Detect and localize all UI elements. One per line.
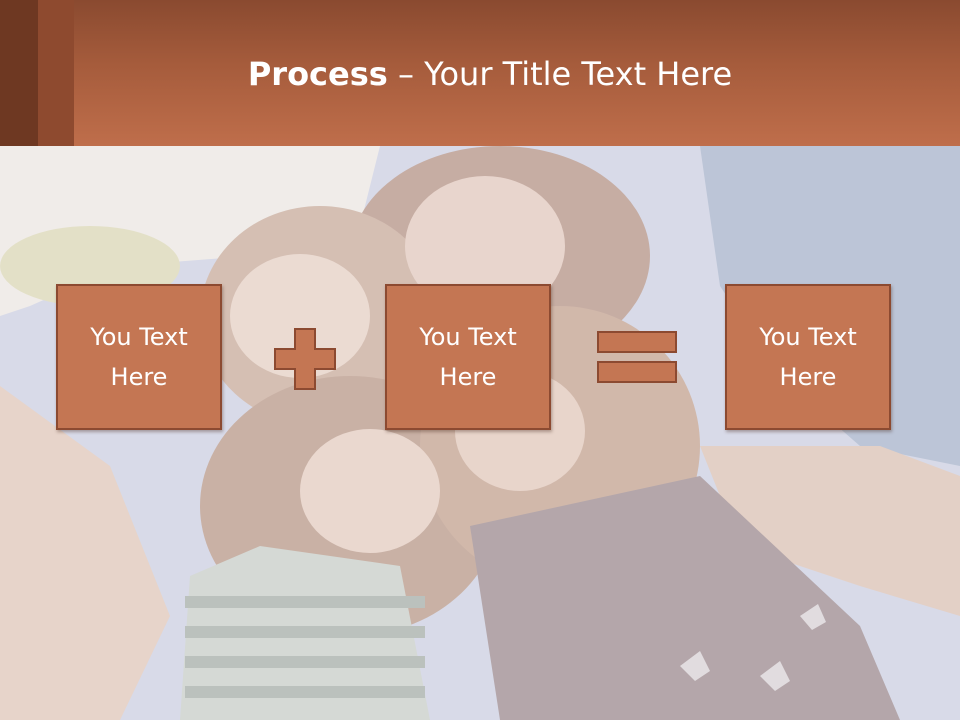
text-box-3[interactable]: You Text Here <box>725 284 891 430</box>
text-box-2-line1: You Text <box>419 323 517 351</box>
text-box-3-line2: Here <box>779 363 837 391</box>
background-photo-art <box>0 146 960 720</box>
title-bar: Process – Your Title Text Here <box>0 0 960 146</box>
text-box-1-line2: Here <box>110 363 168 391</box>
slide-title[interactable]: Process – Your Title Text Here <box>0 52 960 96</box>
header-accent-dark <box>0 0 38 146</box>
equals-icon <box>597 331 677 383</box>
header-accent-mid <box>38 0 74 146</box>
title-rest: – Your Title Text Here <box>387 55 733 93</box>
title-bold: Process <box>247 55 388 93</box>
text-box-1[interactable]: You Text Here <box>56 284 222 430</box>
background-photo <box>0 146 960 720</box>
text-box-2[interactable]: You Text Here <box>385 284 551 430</box>
text-box-1-line1: You Text <box>90 323 188 351</box>
plus-icon <box>274 328 336 390</box>
text-box-2-line2: Here <box>439 363 497 391</box>
text-box-3-line1: You Text <box>759 323 857 351</box>
